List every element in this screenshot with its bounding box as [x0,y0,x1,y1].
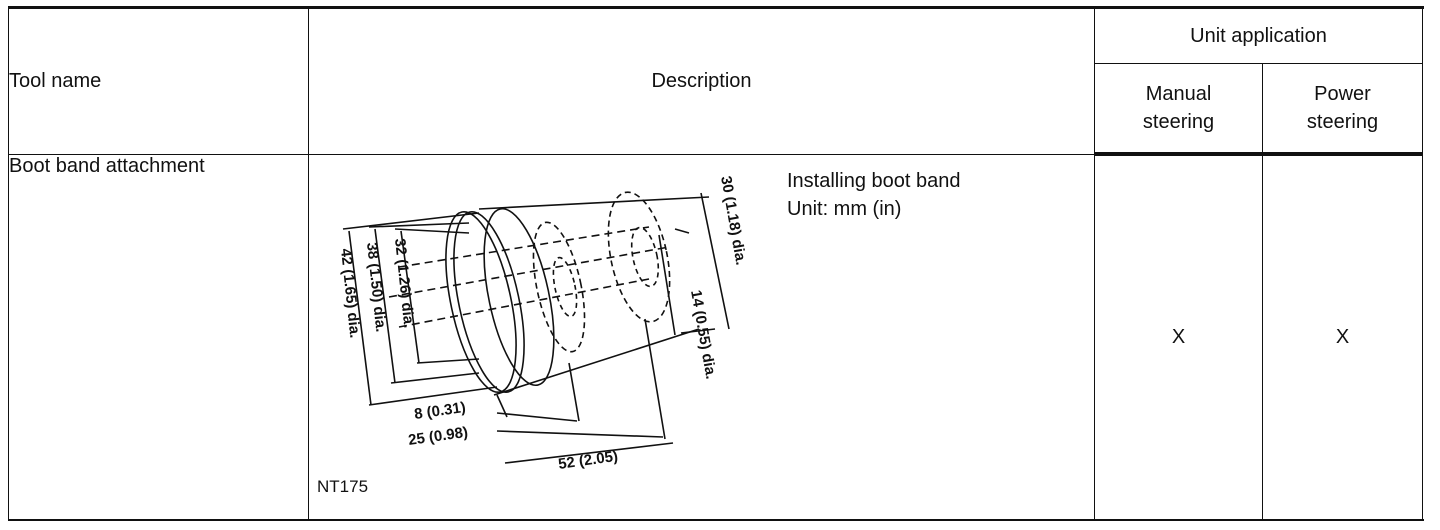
manual-steering-mark: X [1094,153,1263,520]
special-tools-table: Tool name Description Unit application M… [8,8,1423,520]
dim-52-label: 52 (2.05) [557,447,619,472]
table-row: Boot band attachment [8,153,1423,520]
dim-30-label: 30 (1.18) dia. [717,174,749,266]
power-steering-mark: X [1262,153,1423,520]
description-text: Installing boot band Unit: mm (in) [787,167,960,223]
dim-38-label: 38 (1.50) dia. [363,241,389,332]
figure-code: NT175 [317,476,369,496]
header-unit-application: Unit application [1094,8,1423,64]
dim-8-label: 8 (0.31) [413,398,467,422]
purpose-text: Installing boot band [787,169,961,192]
dim-32-label: 32 (1.26) dia. [391,237,417,328]
header-power-line1: Power [1314,83,1371,105]
header-manual-steering: Manual steering [1094,63,1263,156]
boot-band-attachment-drawing: 42 (1.65) dia. 38 (1.50) dia. 32 (1.26) … [337,174,749,472]
header-power-steering: Power steering [1262,63,1423,156]
top-rule [8,6,1424,9]
header-description: Description [308,8,1095,155]
bottom-rule [8,519,1424,521]
dim-25-label: 25 (0.98) [407,423,469,448]
header-power-line2: steering [1306,111,1379,133]
tool-name-cell: Boot band attachment [8,153,309,520]
description-cell: 42 (1.65) dia. 38 (1.50) dia. 32 (1.26) … [308,153,1095,520]
header-manual-line1: Manual [1145,83,1212,105]
dim-42-label: 42 (1.65) dia. [337,247,363,338]
header-manual-line2: steering [1142,111,1215,133]
header-tool-name: Tool name [8,8,309,155]
dim-14-label: 14 (0.55) dia. [687,288,719,380]
unit-text: Unit: mm (in) [787,197,902,220]
